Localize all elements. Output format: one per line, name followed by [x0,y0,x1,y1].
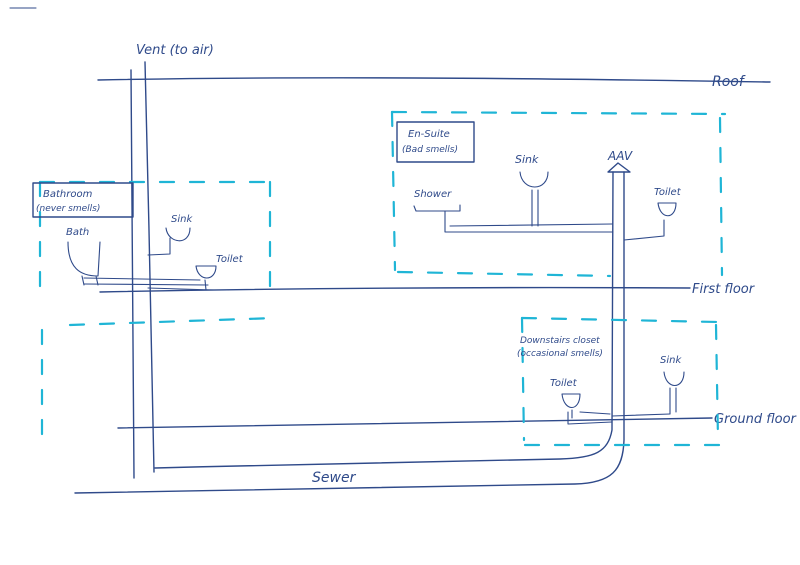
ensuite-room-outline [390,110,727,278]
bathroom-sink-label: Sink [171,214,193,225]
ensuite-sink-icon [519,171,549,227]
bathroom-bath-label: Bath [66,227,89,238]
downstairs-room-outline [520,316,720,442]
ensuite-toilet-label: Toilet [654,187,682,198]
sewer-label: Sewer [312,470,357,486]
aav-label: AAV [607,149,633,163]
first-floor-label: First floor [692,282,756,297]
ensuite-shower-label: Shower [414,189,452,200]
bathroom-waste-pipe [83,277,215,291]
shower-tray-icon [413,204,461,212]
ensuite-toilet-icon [623,202,677,241]
downstairs-title: Downstairs closet [520,336,600,346]
downstairs-sink-icon [663,371,685,415]
ensuite-label-box [396,121,475,163]
ground-floor-line [117,417,713,429]
roof-label: Roof [712,74,746,90]
ensuite-sink-label: Sink [515,153,539,166]
bathroom-toilet-icon [195,265,217,291]
roof-line [97,77,771,83]
first-floor-line [99,286,691,293]
ground-floor-label: Ground floor [714,412,798,427]
vent-label: Vent (to air) [136,43,214,58]
sewer-pipe-upper [154,171,614,469]
downstairs-toilet-icon [561,393,581,419]
sewer-pipe-lower [74,171,625,494]
bathroom-room-outline [38,180,277,327]
bathroom-sink-icon [147,227,191,256]
aav-valve [607,162,631,173]
bathroom-note: (never smells) [36,204,100,214]
downstairs-note: (occasional smells) [517,349,603,359]
bathroom-toilet-label: Toilet [216,254,244,265]
downstairs-sink-label: Sink [660,355,682,366]
ensuite-title: En-Suite [408,129,450,140]
bathroom-title: Bathroom [43,189,93,200]
downstairs-toilet-label: Toilet [550,378,578,389]
downstairs-waste-pipe [567,411,671,425]
ensuite-waste-pipe [444,210,614,233]
ensuite-note: (Bad smells) [402,145,458,155]
vent-stack-right [144,61,155,473]
bathroom-label-box [32,182,134,218]
vent-stack-left [130,69,135,479]
bath-icon [67,241,101,286]
